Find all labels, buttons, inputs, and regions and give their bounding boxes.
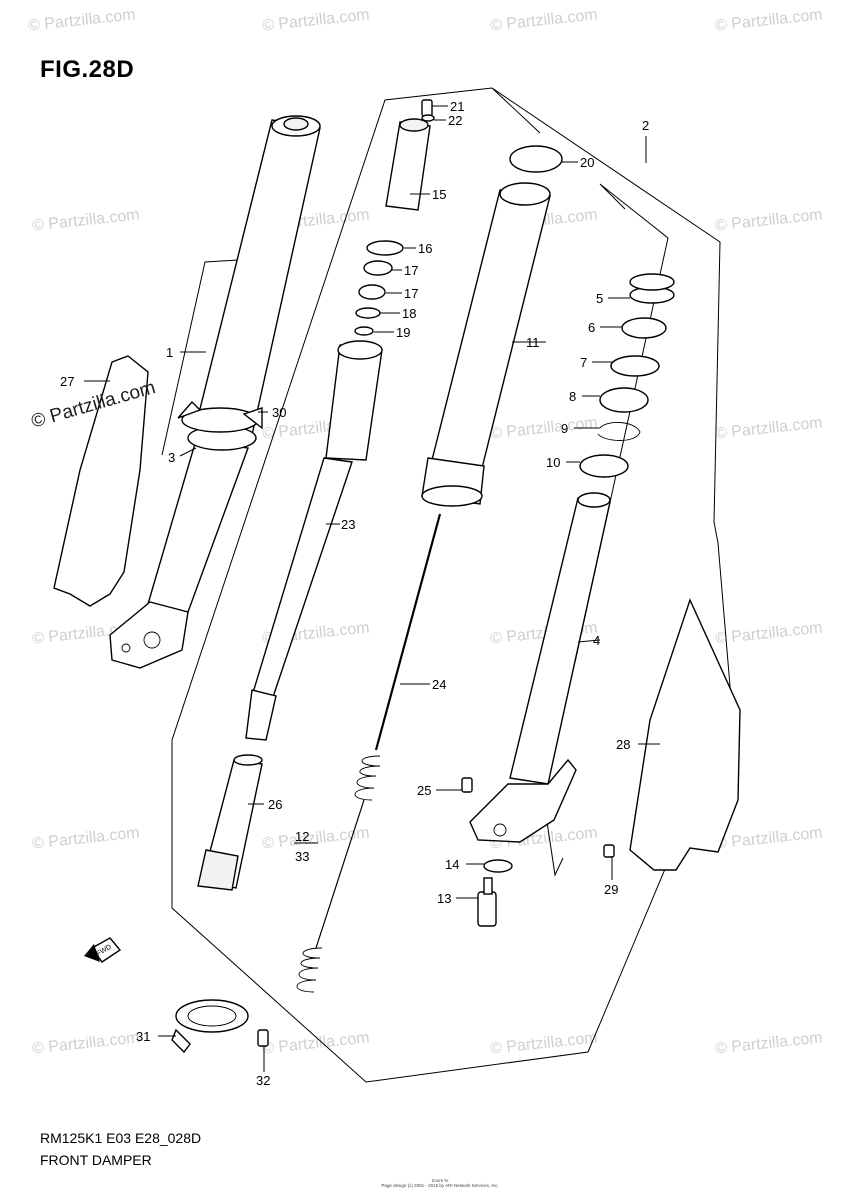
figure-title: FIG.28D [40, 56, 135, 83]
callout-32: 32 [256, 1073, 270, 1088]
bleed-bolt-25 [461, 777, 473, 793]
callout-2: 2 [642, 118, 649, 133]
callout-16: 16 [418, 241, 432, 256]
callout-4: 4 [593, 633, 600, 648]
bolt-29 [603, 844, 615, 858]
slider-4 [469, 492, 611, 843]
assembly-outline-1 [161, 259, 239, 456]
callout-6: 6 [588, 320, 595, 335]
fwd-arrow-icon: FWD [84, 937, 122, 963]
footer-note: Zoom % Page design (c) 2001 - 2015 by AR… [360, 1178, 520, 1188]
callout-28: 28 [616, 737, 630, 752]
model-code: RM125K1 E03 E28_028D [40, 1130, 202, 1146]
footer-copyright: Page design (c) 2001 - 2015 by ARI Netwo… [381, 1183, 499, 1188]
callout-10: 10 [546, 455, 560, 470]
callout-5: 5 [596, 291, 603, 306]
callout-1: 1 [166, 345, 173, 360]
callout-9: 9 [561, 421, 568, 436]
o-ring-20 [509, 145, 563, 173]
callout-33: 33 [295, 849, 309, 864]
callout-25: 25 [417, 783, 431, 798]
callout-21: 21 [450, 99, 464, 114]
callout-24: 24 [432, 677, 446, 692]
o-ring-14 [483, 859, 513, 873]
bottom-cylinder-26 [197, 754, 263, 891]
callout-22: 22 [448, 113, 462, 128]
adjuster-13 [477, 877, 497, 927]
callout-13: 13 [437, 891, 451, 906]
inner-tube-11 [421, 182, 551, 507]
callout-18: 18 [402, 306, 416, 321]
callout-15: 15 [432, 187, 446, 202]
callout-17a: 17 [404, 263, 418, 278]
callout-17b: 17 [404, 286, 418, 301]
assembly-outline-2 [171, 87, 733, 1083]
callout-31: 31 [136, 1029, 150, 1044]
fork-guard-left [53, 355, 149, 607]
push-rod-24 [374, 513, 442, 751]
callout-8: 8 [569, 389, 576, 404]
callout-14: 14 [445, 857, 459, 872]
callout-11: 11 [526, 335, 540, 350]
callout-23: 23 [341, 517, 355, 532]
callout-labels: 1 2 3 4 5 6 7 8 9 10 11 12 13 14 15 16 1… [60, 99, 649, 1088]
clamp-ring-30 [177, 400, 263, 433]
callout-12: 12 [295, 829, 309, 844]
callout-20: 20 [580, 155, 594, 170]
callout-26: 26 [268, 797, 282, 812]
clamp-31 [171, 999, 249, 1054]
callout-29: 29 [604, 882, 618, 897]
callout-19: 19 [396, 325, 410, 340]
leader-lines [84, 105, 660, 1072]
figure-caption: FRONT DAMPER [40, 1152, 152, 1168]
seals-5-10 [579, 273, 675, 478]
callout-7: 7 [580, 355, 587, 370]
spring-12 [296, 755, 381, 993]
outer-tube-left [109, 115, 321, 669]
top-cap-stack [354, 99, 435, 336]
fork-guard-right [629, 598, 741, 871]
footer-zoom: Zoom % [431, 1178, 449, 1183]
bolt-32 [257, 1029, 269, 1047]
damper-cartridge-23 [245, 340, 383, 741]
callout-30: 30 [272, 405, 286, 420]
callout-3: 3 [168, 450, 175, 465]
callout-27: 27 [60, 374, 74, 389]
